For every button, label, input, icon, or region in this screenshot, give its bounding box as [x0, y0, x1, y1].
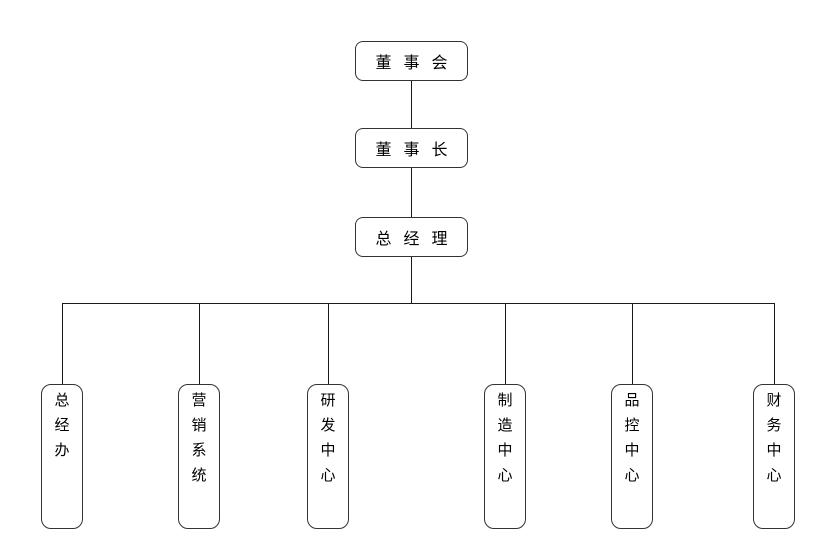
branch-line-manufacturing-center [505, 303, 506, 384]
branch-line-gm-office [62, 303, 63, 384]
node-finance-center: 财务中心 [753, 384, 795, 529]
node-label: 总经办 [52, 392, 71, 467]
connector-gm-to-trunk [411, 257, 412, 303]
node-rd-center: 研发中心 [307, 384, 349, 529]
node-general-manager-office: 总经办 [41, 384, 83, 529]
node-board-of-directors: 董事会 [355, 41, 468, 81]
node-label: 营销系统 [189, 392, 208, 492]
connector-board-to-chairman [411, 81, 412, 128]
trunk-line [62, 303, 775, 304]
branch-line-marketing-system [199, 303, 200, 384]
node-label: 品控中心 [622, 392, 641, 492]
node-label: 董事会 [375, 53, 460, 72]
branch-line-quality-control-center [632, 303, 633, 384]
node-general-manager: 总经理 [355, 217, 468, 257]
node-label: 研发中心 [318, 392, 337, 492]
node-manufacturing-center: 制造中心 [484, 384, 526, 529]
node-marketing-system: 营销系统 [178, 384, 220, 529]
node-chairman: 董事长 [355, 128, 468, 168]
branch-line-finance-center [774, 303, 775, 384]
node-quality-control-center: 品控中心 [611, 384, 653, 529]
branch-line-rd-center [328, 303, 329, 384]
connector-chairman-to-gm [411, 168, 412, 217]
node-label: 董事长 [375, 140, 460, 159]
node-label: 财务中心 [764, 392, 783, 492]
node-label: 总经理 [375, 229, 460, 248]
node-label: 制造中心 [495, 392, 514, 492]
